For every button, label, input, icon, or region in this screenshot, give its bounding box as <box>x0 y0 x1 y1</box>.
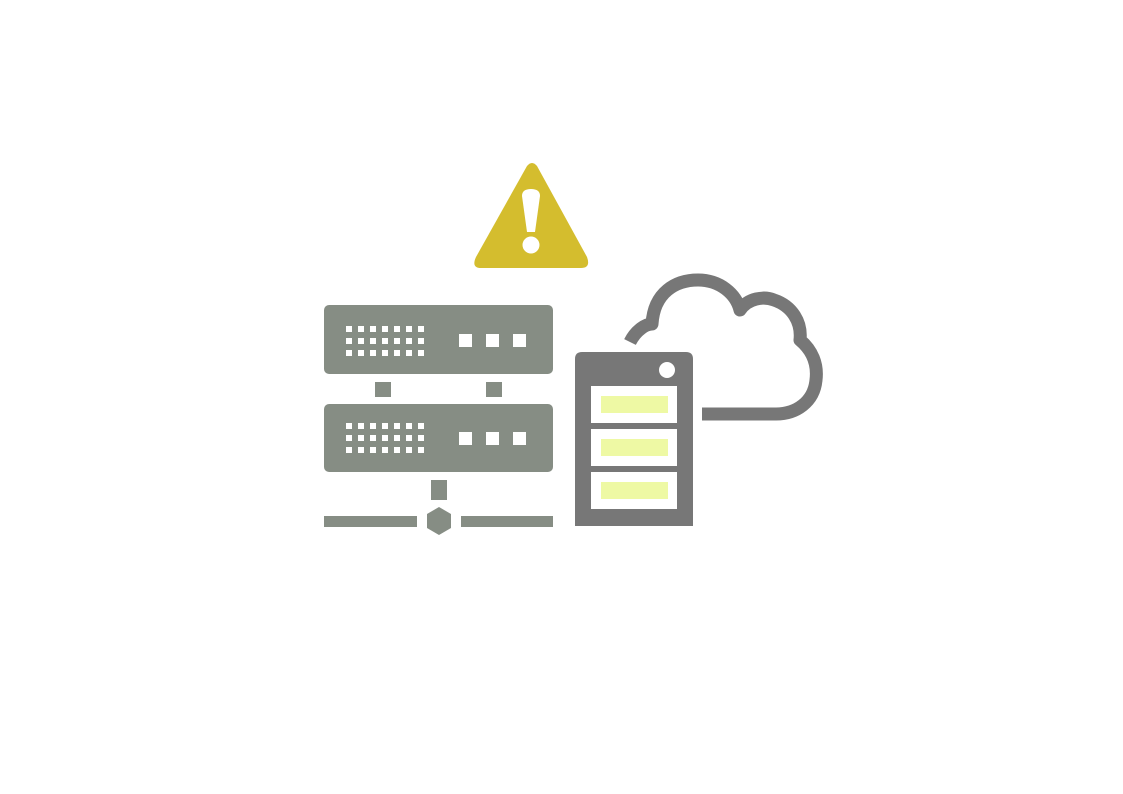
vent-grid-bottom <box>346 423 424 453</box>
warning-triangle-icon <box>474 163 589 268</box>
drive-bay-label <box>601 396 668 413</box>
server-rack-icon <box>324 305 553 472</box>
exclamation-bar <box>522 189 540 232</box>
rack-connector-left <box>375 382 391 397</box>
cloud-icon <box>624 273 823 421</box>
drive-bay-label <box>601 439 668 456</box>
indicator-lights-top <box>459 334 526 347</box>
cloud-outline <box>624 273 823 421</box>
storage-tower-icon <box>575 352 693 526</box>
network-stem <box>431 480 447 500</box>
storage-drive-bays <box>591 386 677 509</box>
indicator-lights-bottom <box>459 432 526 445</box>
network-line-right <box>461 516 553 527</box>
network-line-left <box>324 516 417 527</box>
network-connection-icon <box>324 480 553 535</box>
rack-connector-right <box>486 382 502 397</box>
storage-power-light <box>659 362 675 378</box>
network-node <box>427 507 451 535</box>
exclamation-dot <box>522 236 540 254</box>
server-unit-bottom <box>324 404 553 472</box>
server-unit-top <box>324 305 553 374</box>
vent-grid-top <box>346 326 424 356</box>
drive-bay-label <box>601 482 668 499</box>
